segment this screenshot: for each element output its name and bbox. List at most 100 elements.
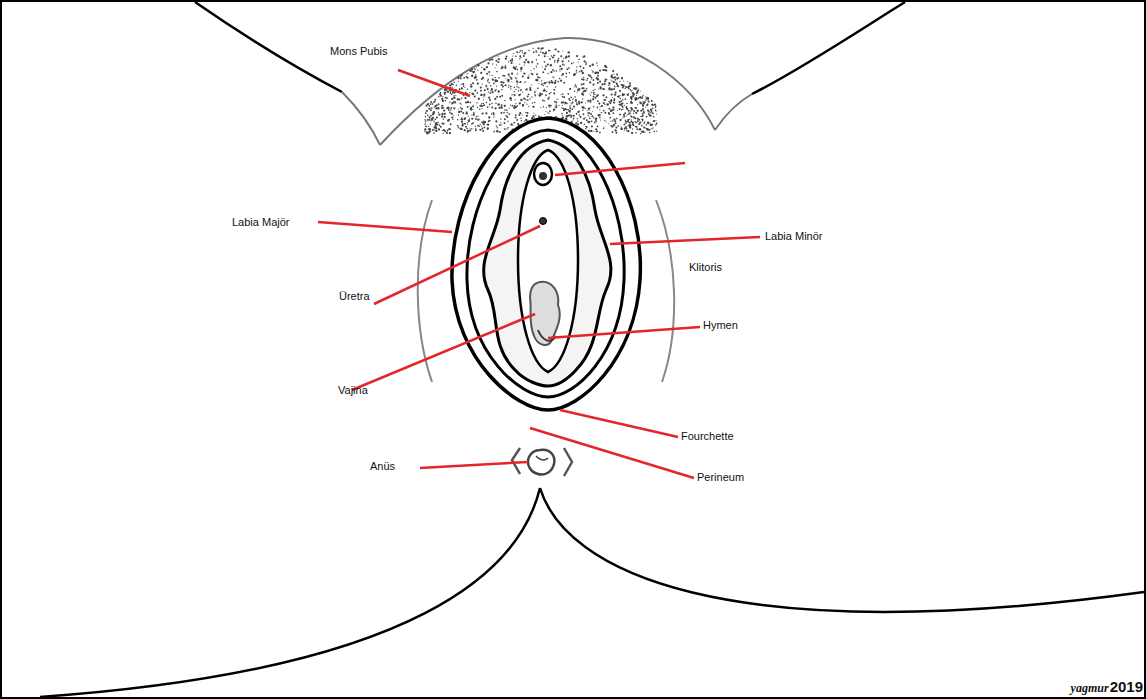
hair-dot	[636, 95, 637, 96]
hair-dot	[547, 86, 548, 87]
hair-dot	[609, 83, 611, 85]
hair-dot	[487, 80, 489, 82]
hair-dot	[495, 107, 497, 109]
hair-dot	[553, 54, 555, 56]
hair-dot	[444, 88, 446, 90]
hair-dot	[489, 103, 491, 105]
hair-dot	[457, 119, 458, 120]
hair-dot	[487, 88, 489, 90]
part-label: Mons Pubis	[330, 45, 387, 58]
hair-dot	[513, 107, 515, 109]
hair-dot	[615, 132, 617, 134]
hair-dot	[617, 85, 619, 87]
hair-dot	[503, 112, 505, 114]
hair-dot	[485, 85, 487, 87]
hair-dot	[483, 104, 485, 106]
hair-dot	[563, 108, 564, 109]
hair-dot	[465, 101, 467, 103]
hair-dot	[652, 127, 653, 128]
hair-dot	[522, 104, 524, 106]
hair-dot	[533, 115, 535, 117]
hair-dot	[475, 126, 476, 127]
hair-dot	[484, 121, 486, 123]
hair-dot	[540, 107, 541, 108]
hair-dot	[600, 86, 602, 88]
hair-dot	[436, 130, 438, 132]
hair-dot	[628, 93, 629, 94]
hair-dot	[515, 106, 517, 108]
hair-dot	[582, 106, 584, 108]
hair-dot	[629, 119, 630, 120]
hair-dot	[511, 62, 513, 64]
hair-dot	[581, 78, 583, 80]
hair-dot	[578, 101, 580, 103]
hair-dot	[519, 64, 520, 65]
hair-dot	[449, 102, 450, 103]
hair-dot	[449, 112, 451, 114]
hair-dot	[452, 113, 453, 114]
hair-dot	[604, 99, 606, 101]
hair-dot	[613, 99, 615, 101]
hair-dot	[610, 117, 612, 119]
hair-dot	[536, 65, 537, 66]
hair-dot	[490, 85, 492, 87]
hair-dot	[458, 111, 460, 113]
hair-dot	[616, 73, 618, 75]
hair-dot	[449, 132, 451, 134]
hair-dot	[527, 95, 529, 97]
hair-dot	[443, 110, 444, 111]
hair-dot	[542, 83, 543, 84]
hair-dot	[425, 112, 427, 114]
hair-dot	[515, 68, 517, 70]
hair-dot	[506, 109, 508, 111]
hair-dot	[575, 99, 577, 101]
hair-dot	[615, 130, 616, 131]
hair-dot	[605, 78, 607, 80]
hair-dot	[568, 110, 569, 111]
hair-dot	[520, 99, 522, 101]
hair-dot	[533, 48, 534, 49]
hair-dot	[510, 97, 512, 99]
hair-dot	[483, 96, 484, 97]
hair-dot	[466, 131, 468, 133]
hair-dot	[595, 121, 597, 123]
hair-dot	[452, 92, 454, 94]
hair-dot	[565, 72, 567, 74]
hair-dot	[552, 56, 554, 58]
hair-dot	[630, 97, 632, 99]
hair-dot	[494, 77, 495, 78]
hair-dot	[499, 96, 501, 98]
hair-dot	[472, 122, 474, 124]
hair-dot	[505, 115, 507, 117]
hair-dot	[518, 114, 520, 116]
hair-dot	[542, 94, 543, 95]
hair-dot	[588, 121, 590, 123]
hair-dot	[561, 68, 563, 70]
hair-dot	[586, 126, 588, 128]
watermark: 2019	[1110, 678, 1143, 696]
hair-dot	[553, 89, 554, 90]
hair-dot	[645, 99, 646, 100]
hair-dot	[555, 101, 557, 103]
hair-dot	[625, 119, 626, 120]
hair-dot	[523, 72, 525, 74]
hair-dot	[594, 122, 596, 124]
hair-dot	[588, 130, 590, 132]
hair-dot	[591, 125, 593, 127]
hair-dot	[546, 107, 547, 108]
hair-dot	[560, 80, 562, 82]
hair-dot	[582, 98, 583, 99]
hair-dot	[641, 125, 643, 127]
hair-dot	[576, 102, 578, 104]
hair-dot	[558, 81, 559, 82]
hair-dot	[651, 128, 652, 129]
hair-dot	[451, 107, 452, 108]
hair-dot	[632, 95, 634, 97]
hair-dot	[570, 115, 572, 117]
hair-dot	[591, 115, 593, 117]
hair-dot	[563, 101, 565, 103]
hair-dot	[448, 109, 450, 111]
hair-dot	[525, 81, 526, 82]
hair-dot	[632, 92, 634, 94]
hair-dot	[621, 77, 623, 79]
